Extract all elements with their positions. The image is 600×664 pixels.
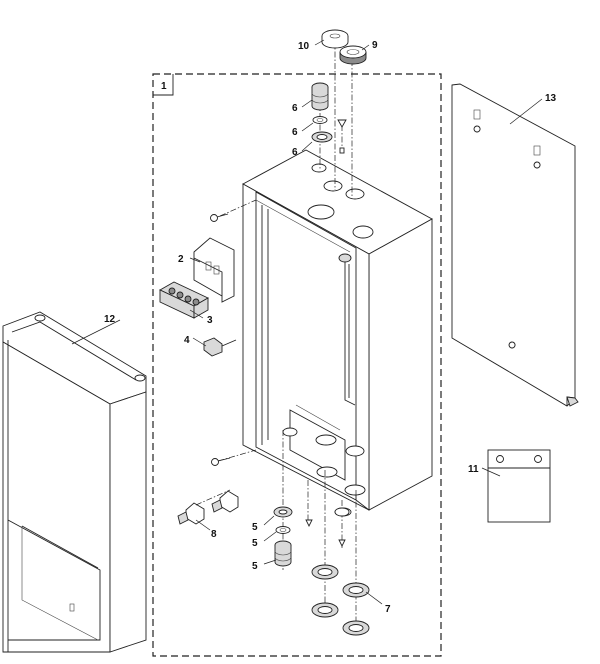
callout-13: 13: [545, 93, 557, 104]
screw-top: [337, 119, 347, 154]
callout-3: 3: [207, 315, 213, 326]
back-plate-part-13: [451, 83, 579, 407]
cable-gland-part-6: [311, 82, 333, 143]
leader-lines: [71, 39, 543, 605]
callout-4: 4: [184, 335, 190, 346]
callout-5-lower: 5: [252, 561, 258, 572]
front-cover-part-12: [2, 311, 147, 653]
cap-part-10: [321, 29, 349, 49]
callout-9: 9: [372, 40, 378, 51]
assembly-boundary: [152, 73, 442, 657]
clip-part-4: [203, 337, 237, 357]
callout-6-lower: 6: [292, 147, 298, 158]
screw-left-upper: [210, 213, 229, 222]
screw-left-lower: [211, 457, 231, 466]
bracket-part-2: [193, 237, 235, 303]
callout-labels: 1 2 3 4 5 5 5 6 6 6 7 8 9 10 11 12 13: [104, 40, 557, 615]
clamp-part-8: [177, 489, 239, 525]
plug-part-9: [339, 45, 367, 65]
callout-6-upper: 6: [292, 103, 298, 114]
callout-6-middle: 6: [292, 127, 298, 138]
callout-12: 12: [104, 314, 116, 325]
callout-1: 1: [161, 81, 167, 92]
callout-8: 8: [211, 529, 217, 540]
screw-bottom: [305, 507, 350, 548]
main-housing: [242, 149, 433, 517]
callout-7: 7: [385, 604, 391, 615]
terminal-block-part-3: [159, 281, 209, 319]
data-label-part-11: [487, 449, 551, 523]
callout-5-upper: 5: [252, 522, 258, 533]
cable-gland-part-5: [273, 506, 293, 567]
grommets-part-7: [311, 564, 370, 636]
callout-10: 10: [298, 41, 310, 52]
callout-11: 11: [468, 464, 479, 475]
callout-5-middle: 5: [252, 538, 258, 549]
callout-2: 2: [178, 254, 184, 265]
